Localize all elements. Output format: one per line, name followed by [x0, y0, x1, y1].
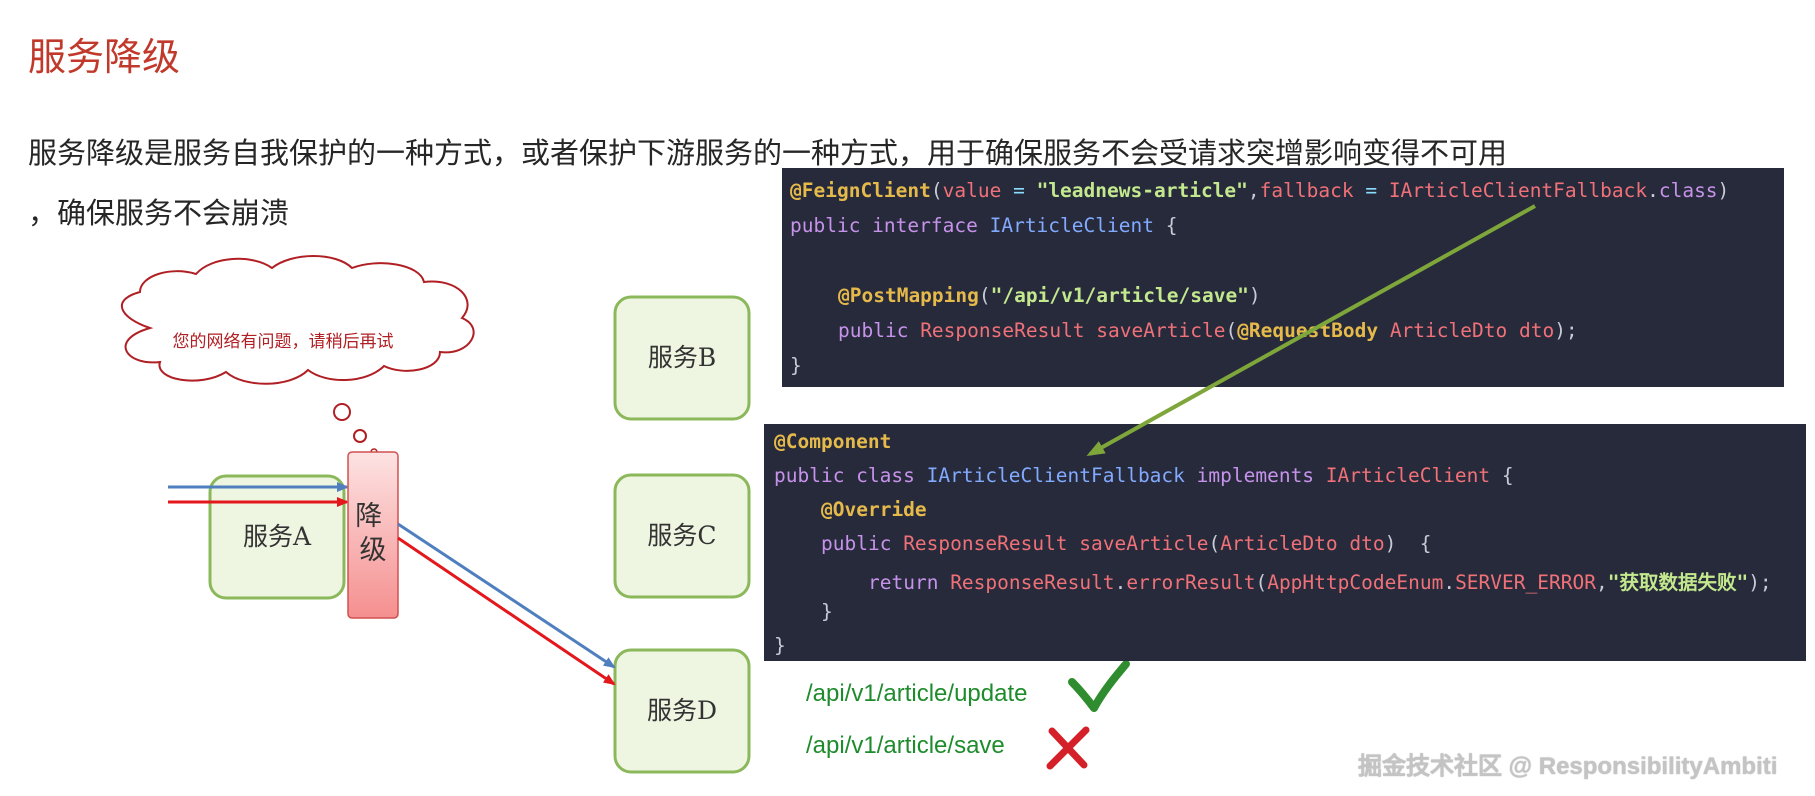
- code-token: ArticleDto: [1220, 532, 1338, 555]
- service-a-label: 服务A: [243, 522, 312, 551]
- code-token: "leadnews-article": [1036, 179, 1248, 202]
- code-token: (: [930, 179, 943, 202]
- cross-icon: [1046, 726, 1090, 770]
- code-token: ): [1248, 284, 1261, 307]
- code-token: ,: [1595, 571, 1608, 594]
- code-token: (: [1225, 319, 1238, 342]
- red-arrow-to-d: [397, 536, 616, 686]
- code-token: IArticleClientFallback: [1388, 179, 1648, 202]
- code-token: dto: [1507, 319, 1555, 342]
- code-token: );: [1554, 319, 1578, 342]
- code1-line-2: public interface IArticleClient {: [790, 214, 1177, 237]
- degrade-block: 降 级: [347, 451, 399, 619]
- service-b-label: 服务B: [648, 343, 716, 372]
- code-token: IArticleClient: [989, 214, 1154, 237]
- code-token: {: [1490, 464, 1514, 487]
- page-title: 服务降级: [28, 35, 181, 79]
- code-token: =: [1353, 179, 1389, 202]
- code-token: saveArticle: [1096, 319, 1226, 342]
- code-token: IArticleClientFallback: [926, 464, 1185, 487]
- api-path-update: /api/v1/article/update: [806, 680, 1028, 707]
- code-token: ) {: [1384, 532, 1432, 555]
- code-token: );: [1748, 571, 1772, 594]
- code2-line-7: }: [774, 634, 786, 657]
- code-token: fallback: [1259, 179, 1354, 202]
- code-token: .: [1114, 571, 1127, 594]
- description-line-1: 服务降级是服务自我保护的一种方式，或者保护下游服务的一种方式，用于确保服务不会受…: [28, 136, 1508, 170]
- code-token: (: [978, 284, 991, 307]
- code-token: public interface: [790, 214, 990, 237]
- code-token: (: [1255, 571, 1268, 594]
- service-c-label: 服务C: [647, 521, 716, 550]
- code-token: class: [1658, 179, 1718, 202]
- code1-line-6: }: [790, 354, 802, 377]
- code-token: IArticleClient: [1325, 464, 1491, 487]
- code-token: ResponseResult: [920, 319, 1097, 342]
- code-token: return: [868, 571, 951, 594]
- code-token: .: [1443, 571, 1456, 594]
- code-token: SERVER_ERROR: [1455, 571, 1596, 594]
- code2-line-1: @Component: [774, 430, 892, 453]
- code2-line-4: public ResponseResult saveArticle(Articl…: [821, 532, 1432, 555]
- code-token: ResponseResult: [950, 571, 1115, 594]
- description-line-2: ，确保服务不会崩溃: [28, 196, 290, 230]
- degrade-label: 降 级: [355, 501, 391, 566]
- blue-arrow-to-d: [397, 522, 616, 669]
- code-token: "获取数据失败": [1607, 571, 1749, 594]
- code2-line-5: return ResponseResult.errorResult(AppHtt…: [868, 566, 1772, 595]
- code-token: (: [1208, 532, 1221, 555]
- code-token: @PostMapping: [838, 284, 979, 307]
- code1-line-1: @FeignClient(value = "leadnews-article",…: [790, 179, 1729, 202]
- code2-line-3: @Override: [821, 498, 927, 521]
- code2-line-6: }: [821, 600, 833, 623]
- code-token: @FeignClient: [790, 179, 931, 202]
- code-token: public: [838, 319, 921, 342]
- code-token: value: [942, 179, 1002, 202]
- code-token: implements: [1184, 464, 1326, 487]
- feign-client-code: @FeignClient(value = "leadnews-article",…: [782, 168, 1784, 387]
- code-token: saveArticle: [1079, 532, 1209, 555]
- code-token: AppHttpCodeEnum: [1267, 571, 1444, 594]
- code-token: public class: [774, 464, 927, 487]
- code1-line-4: @PostMapping("/api/v1/article/save"): [838, 284, 1261, 307]
- code-token: errorResult: [1126, 571, 1256, 594]
- cloud-text: 您的网络有问题，请稍后再试: [173, 332, 394, 352]
- code-token: "/api/v1/article/save": [990, 284, 1249, 307]
- code-token: {: [1153, 214, 1178, 237]
- check-icon: [1068, 660, 1130, 712]
- service-d-box: 服务D: [613, 648, 751, 774]
- service-d-label: 服务D: [647, 696, 717, 725]
- code-token: ArticleDto: [1378, 319, 1508, 342]
- code-token: =: [1001, 179, 1037, 202]
- api-path-save: /api/v1/article/save: [806, 732, 1005, 759]
- code-token: .: [1647, 179, 1659, 202]
- code-token: ResponseResult: [903, 532, 1080, 555]
- service-a-box: 服务A: [208, 474, 346, 600]
- code2-line-2: public class IArticleClientFallback impl…: [774, 464, 1514, 487]
- code-token: ,: [1247, 179, 1260, 202]
- code-token: public: [821, 532, 904, 555]
- service-c-box: 服务C: [613, 473, 751, 599]
- code-token: ): [1717, 179, 1730, 202]
- code-token: dto: [1337, 532, 1385, 555]
- fallback-class-code: @Component public class IArticleClientFa…: [764, 424, 1806, 661]
- service-b-box: 服务B: [613, 295, 751, 421]
- watermark: 掘金技术社区 @ ResponsibilityAmbiti: [1358, 753, 1778, 780]
- thought-cloud: 您的网络有问题，请稍后再试: [120, 255, 475, 456]
